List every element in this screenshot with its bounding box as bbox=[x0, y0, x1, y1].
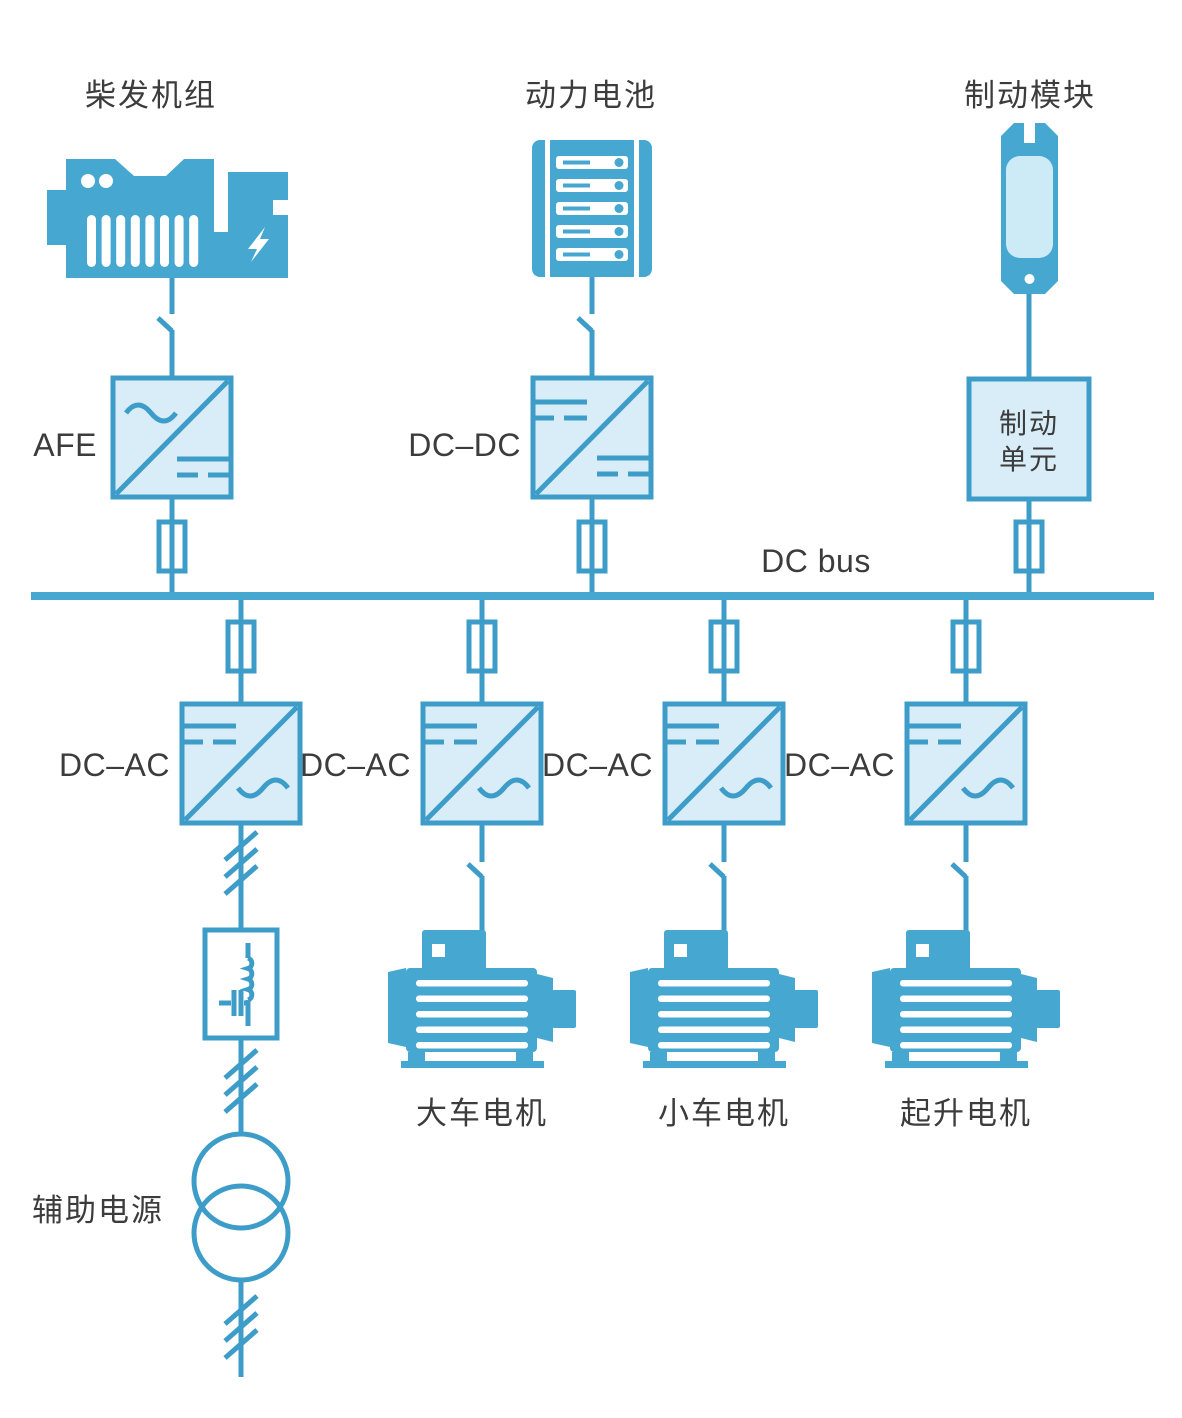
dc-symbol bbox=[177, 456, 231, 478]
afe-label: AFE bbox=[33, 427, 97, 463]
battery-feeder-wires bbox=[576, 277, 605, 594]
dc-symbol bbox=[597, 455, 651, 477]
brake-unit-label-line2: 单元 bbox=[999, 444, 1059, 475]
dc-symbol bbox=[423, 723, 477, 745]
ac-sine-symbol bbox=[124, 402, 178, 424]
battery-icon bbox=[532, 140, 652, 277]
dcac-column-hoist: DC–AC bbox=[784, 600, 1060, 1068]
fuse-icon bbox=[469, 622, 495, 671]
disconnect-switch-icon bbox=[466, 862, 484, 879]
ac-sine-symbol bbox=[719, 777, 773, 799]
dc-symbol bbox=[907, 723, 961, 745]
dcac-inverter-box bbox=[420, 701, 544, 826]
brake-unit-label-line1: 制动 bbox=[999, 408, 1059, 439]
ac-sine-symbol bbox=[477, 777, 531, 799]
ac-sine-symbol bbox=[961, 777, 1015, 799]
dcac-column-trolley: DC–AC bbox=[542, 600, 818, 1068]
gantry-motor-label: 大车电机 bbox=[416, 1096, 548, 1131]
fuse-icon bbox=[711, 622, 737, 671]
dcdc-converter-box bbox=[530, 375, 654, 500]
genset-label: 柴发机组 bbox=[85, 78, 217, 113]
dcac-column-aux: DC–AC bbox=[59, 600, 303, 1377]
dcac-label: DC–AC bbox=[300, 747, 411, 783]
disconnect-switch-icon bbox=[156, 316, 174, 333]
brake-module-label: 制动模块 bbox=[964, 78, 1096, 113]
lc-filter-box bbox=[202, 927, 280, 1041]
trolley-motor-label: 小车电机 bbox=[658, 1096, 790, 1131]
inductor-symbol bbox=[239, 955, 255, 1003]
dcac-label: DC–AC bbox=[59, 747, 170, 783]
dcac-column-gantry: DC–AC bbox=[300, 600, 576, 1068]
fuse-icon bbox=[579, 522, 605, 571]
fuse-icon bbox=[953, 622, 979, 671]
motor-icon bbox=[872, 930, 1060, 1068]
disconnect-switch-icon bbox=[950, 862, 968, 879]
fuse-icon bbox=[1016, 522, 1042, 571]
dcac-label: DC–AC bbox=[542, 747, 653, 783]
dcac-inverter-box bbox=[904, 701, 1028, 826]
dcac-inverter-box bbox=[662, 701, 786, 826]
dc-symbol bbox=[533, 399, 587, 421]
dc-bus-label: DC bus bbox=[761, 543, 871, 579]
afe-converter-box bbox=[110, 375, 234, 500]
fuse-icon bbox=[159, 522, 185, 571]
dc-symbol bbox=[665, 723, 719, 745]
diesel-genset-icon bbox=[47, 159, 288, 278]
disconnect-switch-icon bbox=[576, 316, 594, 333]
capacitor-symbol bbox=[219, 990, 248, 1016]
transformer-icon bbox=[191, 1131, 291, 1283]
dcdc-label: DC–DC bbox=[408, 427, 521, 463]
fuse-icon bbox=[228, 622, 254, 671]
aux-power-label: 辅助电源 bbox=[32, 1193, 164, 1228]
dcac-label: DC–AC bbox=[784, 747, 895, 783]
hoist-motor-label: 起升电机 bbox=[900, 1096, 1032, 1131]
genset-feeder-wires bbox=[156, 278, 185, 594]
brake-unit-box: 制动 单元 bbox=[966, 376, 1092, 502]
battery-label: 动力电池 bbox=[525, 78, 657, 113]
motor-icon bbox=[630, 930, 818, 1068]
brake-resistor-icon bbox=[1001, 121, 1058, 294]
ac-sine-symbol bbox=[236, 777, 290, 799]
dc-symbol bbox=[182, 723, 236, 745]
dc-bus-line bbox=[31, 592, 1154, 600]
lightning-bolt-icon bbox=[248, 227, 269, 262]
motor-icon bbox=[388, 930, 576, 1068]
dcac-inverter-box bbox=[179, 701, 303, 826]
disconnect-switch-icon bbox=[708, 862, 726, 879]
